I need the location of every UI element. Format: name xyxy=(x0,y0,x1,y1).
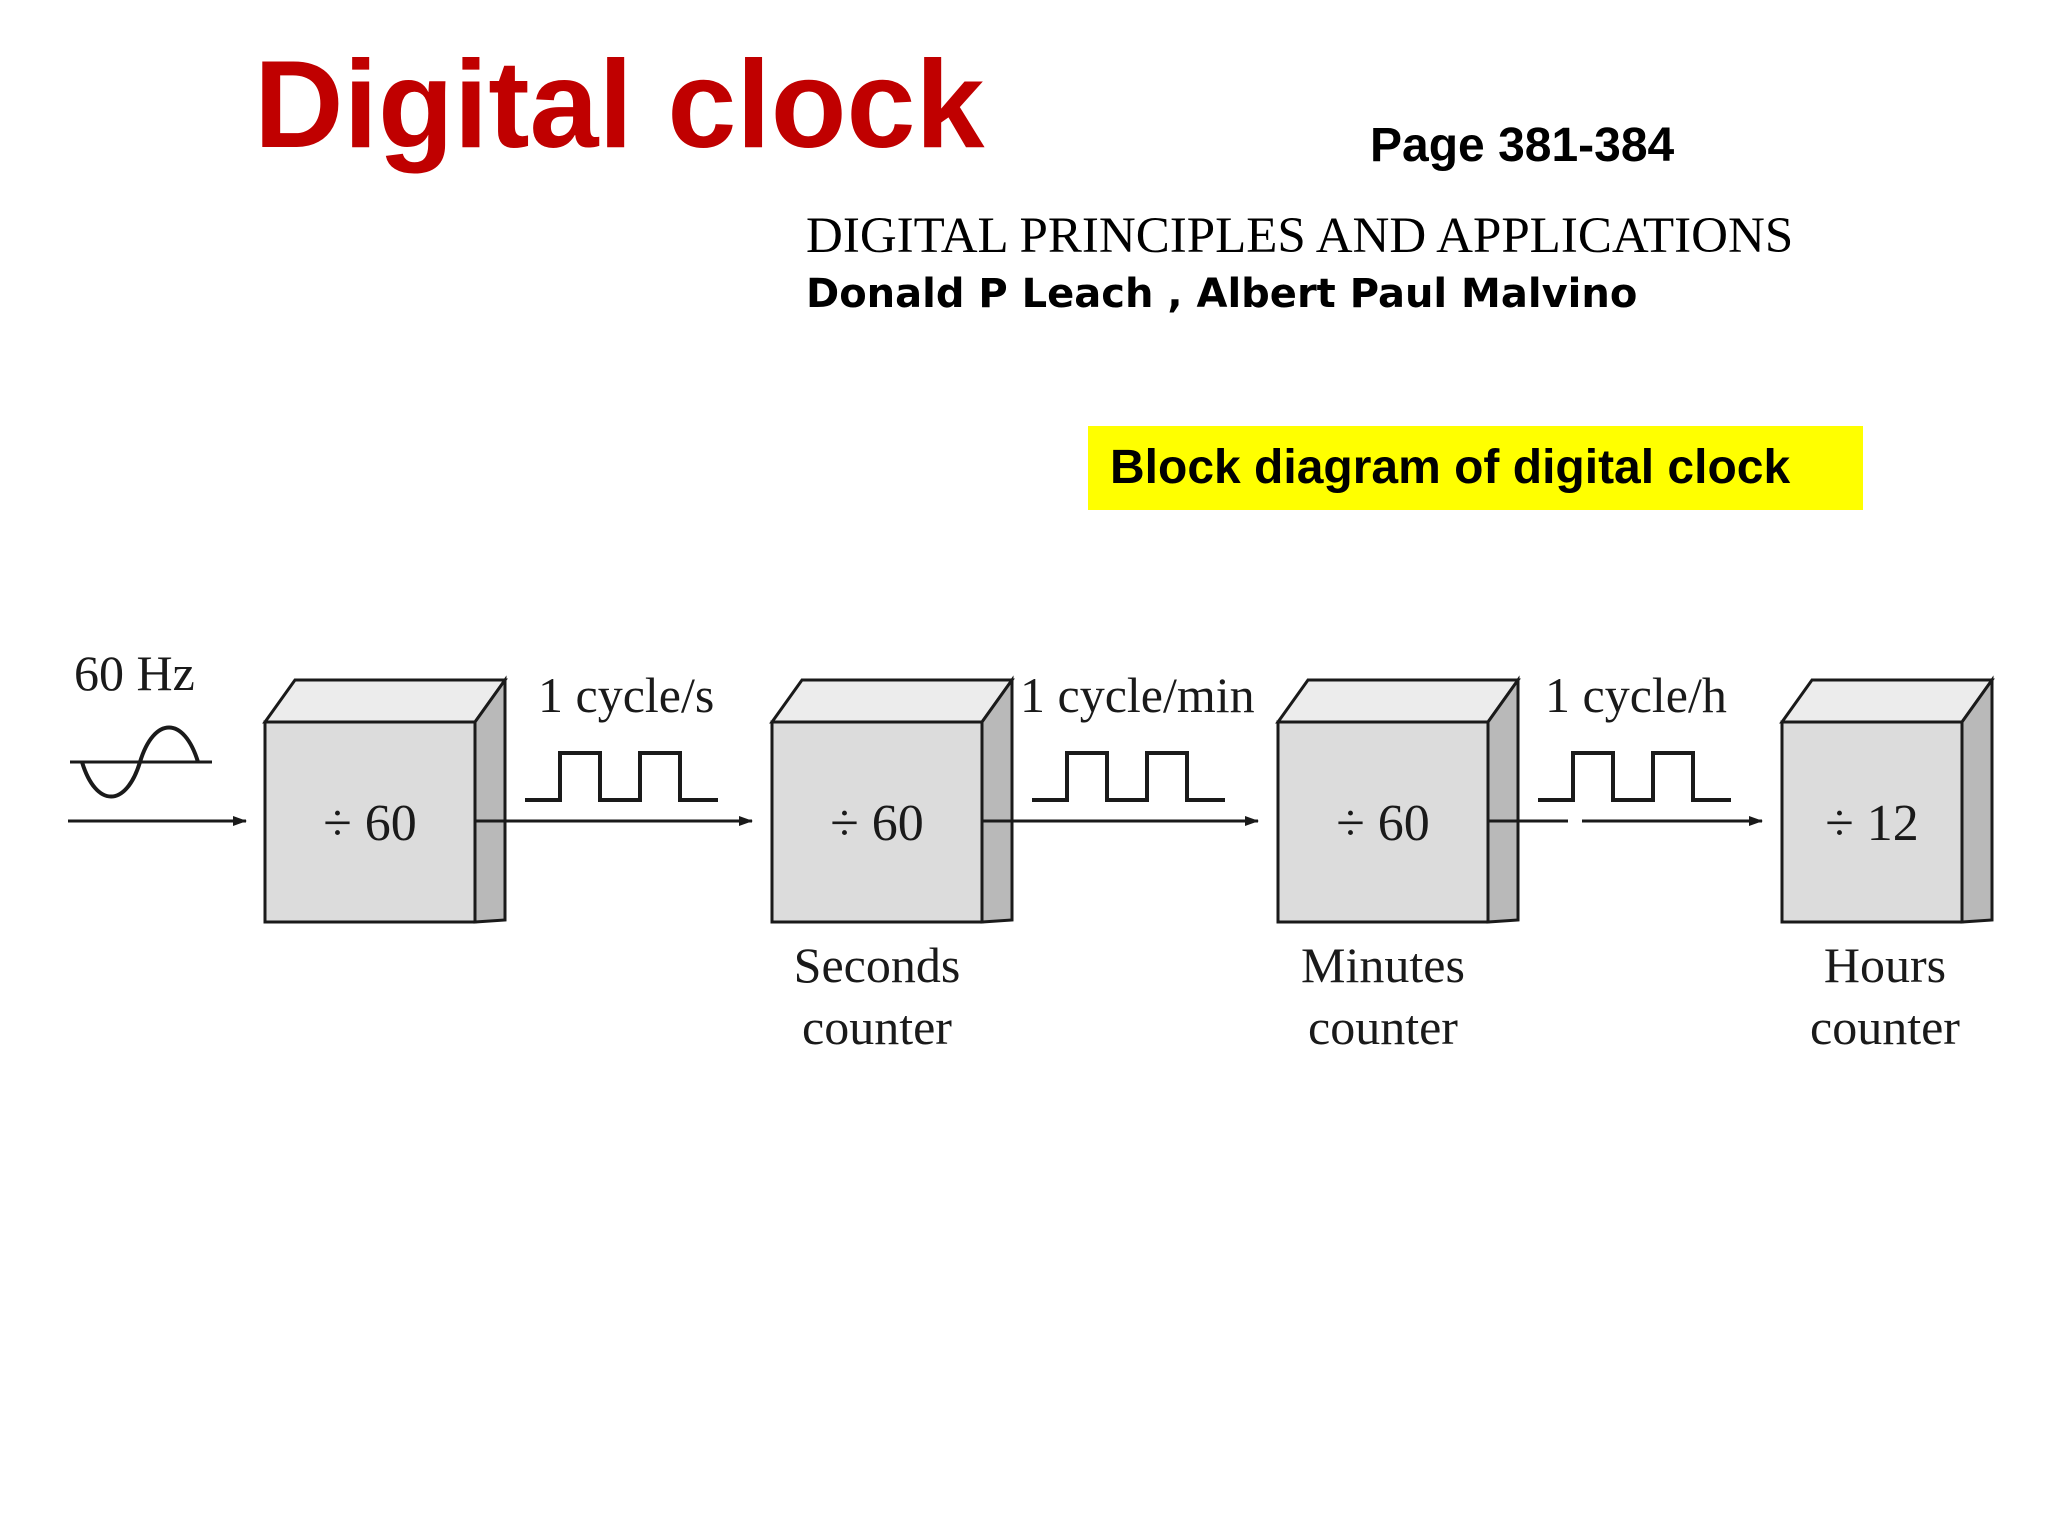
block-front-face xyxy=(1780,720,1964,924)
pulse-train-icon xyxy=(525,751,718,802)
block-front-face xyxy=(263,720,477,924)
block-divisor: ÷ 60 xyxy=(830,795,924,852)
page-reference: Page 381-384 xyxy=(1370,119,1675,172)
minutes-counter-block: ÷ 60 xyxy=(1275,675,1521,924)
block-label-line2: counter xyxy=(802,999,952,1055)
block-label-line2: counter xyxy=(1308,999,1458,1055)
block-side-face xyxy=(980,675,1014,924)
book-title: DIGITAL PRINCIPLES AND APPLICATIONS xyxy=(806,208,1794,264)
block-label-line1: Hours xyxy=(1824,937,1946,993)
block-side-face xyxy=(1486,675,1520,924)
block-side-face xyxy=(473,675,507,924)
signal-label: 1 cycle/s xyxy=(538,667,714,723)
block-top-face xyxy=(1779,678,1995,724)
digital-clock-block-diagram: 60 Hz ÷ 60 1 cycle/s ÷ 60 Seconds counte… xyxy=(68,645,1995,1055)
book-authors: Donald P Leach , Albert Paul Malvino xyxy=(806,271,1638,317)
block-top-face xyxy=(769,678,1015,724)
pulse-train-icon xyxy=(1538,751,1731,802)
block-top-face xyxy=(262,678,508,724)
pulse-train-icon xyxy=(1032,751,1225,802)
diagram-caption: Block diagram of digital clock xyxy=(1088,426,1863,510)
block-label-line1: Minutes xyxy=(1301,937,1465,993)
block-label-line2: counter xyxy=(1810,999,1960,1055)
signal-label: 1 cycle/h xyxy=(1545,667,1727,723)
slide-title: Digital clock xyxy=(254,36,985,174)
block-side-face xyxy=(1960,675,1994,924)
seconds-counter-block: ÷ 60 xyxy=(769,675,1015,924)
input-frequency-label: 60 Hz xyxy=(74,645,195,701)
block-label-line1: Seconds xyxy=(794,937,961,993)
block-top-face xyxy=(1275,678,1521,724)
signal-label: 1 cycle/min xyxy=(1020,667,1255,723)
block-front-face xyxy=(1276,720,1490,924)
block-divisor: ÷ 60 xyxy=(1336,795,1430,852)
divider-block-1: ÷ 60 xyxy=(262,675,508,924)
block-divisor: ÷ 60 xyxy=(323,795,417,852)
block-front-face xyxy=(770,720,984,924)
block-divisor: ÷ 12 xyxy=(1825,795,1919,852)
sine-wave-icon xyxy=(70,725,212,799)
hours-counter-block: ÷ 12 xyxy=(1779,675,1995,924)
